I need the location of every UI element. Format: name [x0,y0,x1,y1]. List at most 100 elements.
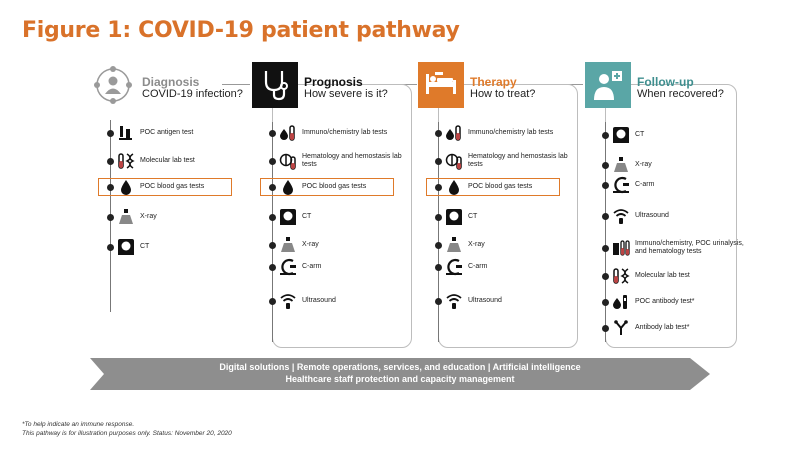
banner-line-1: Digital solutions | Remote operations, s… [219,362,581,372]
item-label: CT [140,242,150,250]
list-item: POC antigen test [90,122,250,144]
blood-drop-icon [279,178,297,196]
item-label: X-ray [140,212,157,220]
xray-icon [117,208,135,226]
bullet-dot [107,244,114,251]
item-label: Molecular lab test [635,271,690,279]
item-label: CT [635,130,645,138]
c-arm-icon [612,176,630,194]
bullet-dot [269,298,276,305]
ultrasound-icon [612,207,630,225]
bullet-dot [269,158,276,165]
item-label: C-arm [468,262,488,270]
bullet-dot [435,158,442,165]
xray-icon [445,236,463,254]
connector-1 [222,84,250,85]
list-item: Immuno/chemistry, POC urinalysis, and he… [585,234,745,262]
prognosis-header: Prognosis How severe is it? [304,76,412,100]
list-item: Ultrasound [252,290,412,312]
bullet-dot [269,214,276,221]
ct-scanner-icon [612,126,630,144]
c-arm-icon [279,258,297,276]
item-label: Hematology and hemostasis lab tests [302,152,402,169]
bullet-dot [435,242,442,249]
bullet-dot [602,273,609,280]
list-item: Immuno/chemistry lab tests [252,122,412,144]
list-item: POC antibody test* [585,291,745,313]
item-label: POC blood gas tests [140,182,205,190]
drop-tube-icon [279,124,297,142]
list-item: Molecular lab test [585,265,745,287]
item-label: POC blood gas tests [302,182,367,190]
bullet-dot [435,214,442,221]
list-item: POC blood gas tests [418,176,578,198]
antigen-test-icon [117,124,135,142]
list-item: CT [418,206,578,228]
banner-text: Digital solutions | Remote operations, s… [90,361,710,385]
ultrasound-icon [279,292,297,310]
list-item: Immuno/chemistry lab tests [418,122,578,144]
list-item: C-arm [585,174,745,196]
column-name: Diagnosis [142,75,200,89]
bullet-dot [602,213,609,220]
list-item: C-arm [418,256,578,278]
list-item: CT [585,124,745,146]
bullet-dot [602,245,609,252]
list-item: X-ray [90,206,250,228]
blood-drop-icon [445,178,463,196]
column-question: When recovered? [637,88,724,100]
item-label: POC blood gas tests [468,182,533,190]
column-name: Follow-up [637,75,694,89]
highlight-box [426,178,560,196]
item-label: X-ray [302,240,319,248]
item-label: Antibody lab test* [635,323,690,331]
list-item: X-ray [418,234,578,256]
item-label: Immuno/chemistry, POC urinalysis, and he… [635,239,744,256]
column-followup: Follow-up When recovered? CT X-ray C-arm… [585,62,745,352]
list-item: CT [252,206,412,228]
item-label: Ultrasound [302,296,336,304]
followup-header: Follow-up When recovered? [637,76,745,100]
stethoscope-icon [252,62,298,108]
xray-icon [279,236,297,254]
bullet-dot [602,299,609,306]
item-label: Immuno/chemistry lab tests [468,128,554,136]
bullet-dot [107,214,114,221]
diagnosis-header: Diagnosis COVID-19 infection? [142,76,250,100]
list-item: Ultrasound [418,290,578,312]
list-item: Hematology and hemostasis lab tests [418,150,578,172]
item-label: C-arm [635,180,655,188]
column-prognosis: Prognosis How severe is it? Immuno/chemi… [252,62,412,352]
list-item: Hematology and hemostasis lab tests [252,150,412,172]
column-question: How to treat? [470,88,536,100]
drop-tube-icon [445,124,463,142]
column-question: How severe is it? [304,88,388,100]
list-item: POC blood gas tests [252,176,412,198]
bullet-dot [602,162,609,169]
xray-icon [612,156,630,174]
urinalysis-icon [612,239,630,257]
bullet-dot [435,298,442,305]
c-arm-icon [445,258,463,276]
column-question: COVID-19 infection? [142,88,243,100]
list-item: CT [90,236,250,258]
footnote-2: This pathway is for illustration purpose… [22,430,232,437]
hematology-icon [445,152,463,170]
highlight-box [260,178,394,196]
bullet-dot [107,130,114,137]
person-network-icon [90,62,136,108]
bullet-dot [435,264,442,271]
list-item: X-ray [252,234,412,256]
item-label: Ultrasound [635,211,669,219]
doctor-icon [585,62,631,108]
item-label: Hematology and hemostasis lab tests [468,152,568,169]
list-item: Antibody lab test* [585,317,745,339]
bullet-dot [602,325,609,332]
highlight-box [98,178,232,196]
item-label: POC antigen test [140,128,194,136]
bullet-dot [435,184,442,191]
item-label: C-arm [302,262,322,270]
ct-scanner-icon [117,238,135,256]
ultrasound-icon [445,292,463,310]
ct-scanner-icon [279,208,297,226]
